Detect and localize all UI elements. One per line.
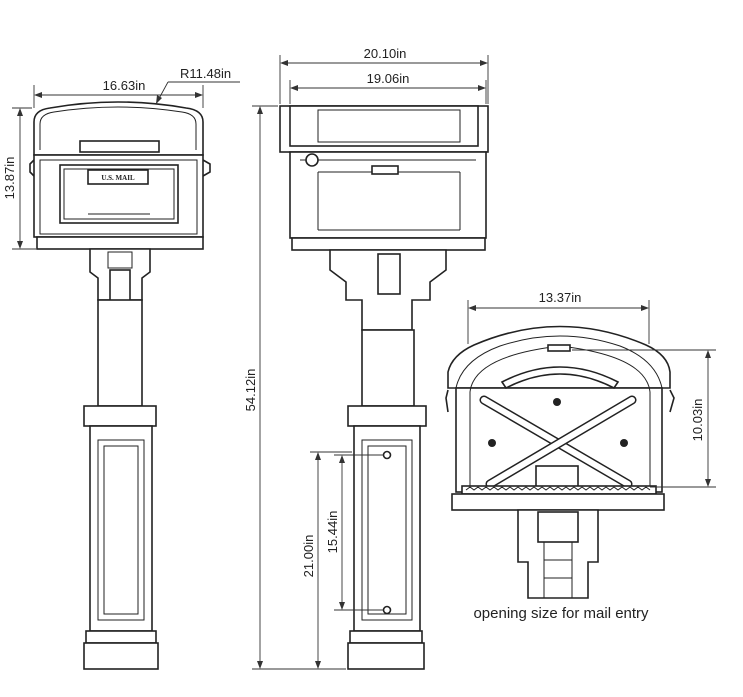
front-radius-label: R11.48in (180, 66, 231, 81)
opening-view (445, 325, 675, 599)
opening-height-label: 10.03in (690, 399, 705, 442)
opening-height-dimension: 10.03in (572, 349, 716, 488)
front-height-label: 13.87in (2, 157, 17, 200)
opening-width-dimension: 13.37in (467, 290, 650, 344)
front-height-dimension: 13.87in (2, 107, 36, 250)
mailbox-label: U.S. MAIL (101, 174, 135, 182)
overall-height-dimension: 54.12in (243, 105, 346, 670)
side-outer-width-label: 20.10in (364, 46, 407, 61)
opening-caption: opening size for mail entry (473, 605, 649, 622)
post-panel-height-label: 21.00in (301, 535, 316, 578)
front-width-label: 16.63in (103, 78, 146, 93)
side-view (279, 105, 489, 670)
front-radius-dimension: R11.48in (155, 66, 240, 105)
front-width-dimension: 16.63in (33, 78, 204, 108)
opening-width-label: 13.37in (539, 290, 582, 305)
overall-height-label: 54.12in (243, 369, 258, 412)
post-hole-spacing-dimension: 15.44in (325, 454, 383, 611)
front-view: U.S. MAIL (29, 101, 211, 670)
side-outer-width-dimension: 20.10in (279, 46, 489, 104)
side-inner-width-dimension: 19.06in (289, 71, 487, 104)
post-hole-spacing-label: 15.44in (325, 511, 340, 554)
side-inner-width-label: 19.06in (367, 71, 410, 86)
post-panel-height-dimension: 21.00in (301, 451, 352, 670)
